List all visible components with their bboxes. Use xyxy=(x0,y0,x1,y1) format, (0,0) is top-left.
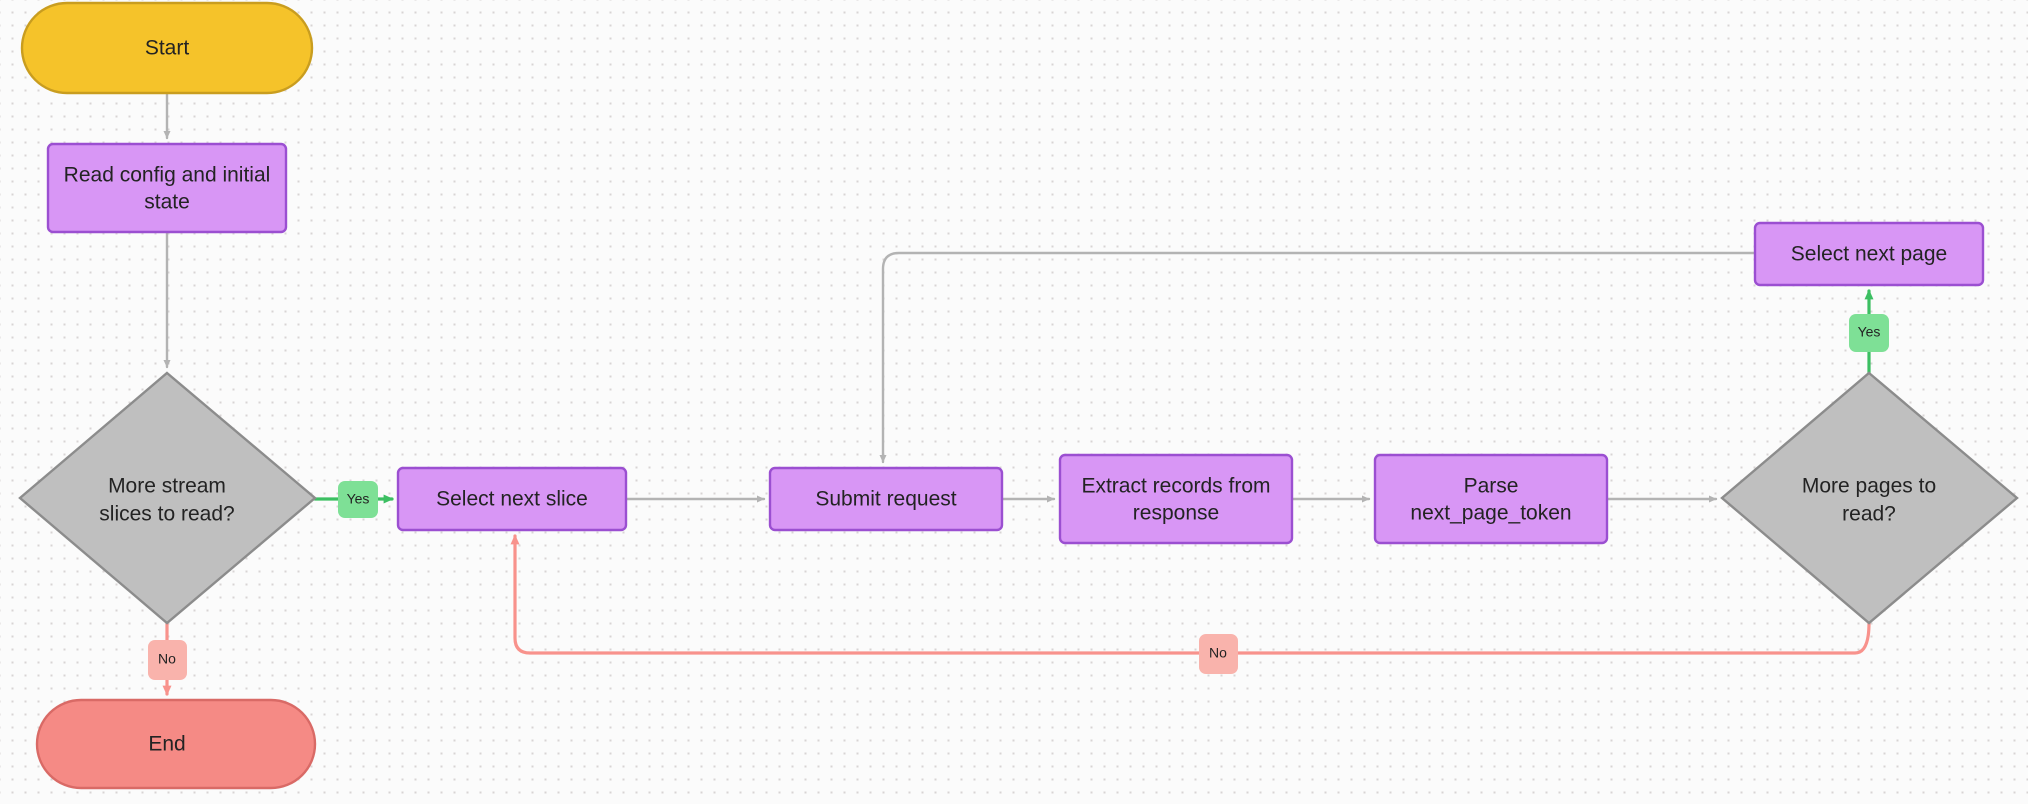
edge-label-yes-slices[interactable]: Yes xyxy=(338,481,378,518)
node-parse-next-page-token[interactable]: Parse next_page_token xyxy=(1373,453,1609,545)
node-start-label: Start xyxy=(145,37,190,60)
node-more-pages[interactable]: More pages to read? xyxy=(1720,371,2019,625)
node-select-next-page[interactable]: Select next page xyxy=(1753,221,1985,287)
node-more-stream-slices-label-line2: slices to read? xyxy=(99,503,234,526)
node-more-stream-slices-label-line1: More stream xyxy=(108,475,226,498)
edge-label-no-pages-text: No xyxy=(1209,645,1227,661)
edge-label-yes-slices-bg[interactable] xyxy=(338,481,378,518)
node-parse-next-page-token-shape[interactable] xyxy=(1373,453,1609,545)
node-read-config-shape[interactable] xyxy=(46,142,288,234)
node-more-pages-label-line1: More pages to xyxy=(1802,475,1936,498)
node-end-shape[interactable] xyxy=(35,698,317,790)
node-end-label: End xyxy=(148,733,185,756)
node-more-pages-shape[interactable] xyxy=(1720,371,2019,625)
nodes-layer: Start Read config and initial state More… xyxy=(18,1,2019,790)
node-parse-next-page-token-label-line1: Parse xyxy=(1464,475,1519,498)
node-start[interactable]: Start xyxy=(20,1,314,95)
edge-label-no-pages-bg[interactable] xyxy=(1199,634,1238,674)
node-extract-records-shape[interactable] xyxy=(1058,453,1294,545)
node-more-pages-label-line2: read? xyxy=(1842,503,1896,526)
node-start-shape[interactable] xyxy=(20,1,314,95)
node-extract-records-label-line1: Extract records from xyxy=(1081,475,1270,498)
node-select-next-page-label: Select next page xyxy=(1791,243,1947,266)
node-extract-records[interactable]: Extract records from response xyxy=(1058,453,1294,545)
node-select-next-page-shape[interactable] xyxy=(1753,221,1985,287)
edge-labels-layer: Yes No Yes No xyxy=(148,314,1889,680)
node-more-stream-slices-shape[interactable] xyxy=(18,371,317,625)
edge-more-pages-no-to-next-slice-loop xyxy=(510,534,1871,655)
node-select-next-slice-shape[interactable] xyxy=(396,466,628,532)
edge-label-no-slices[interactable]: No xyxy=(148,640,187,680)
edge-label-no-pages[interactable]: No xyxy=(1199,634,1238,674)
edge-next-page-to-submit-loop xyxy=(879,251,1757,464)
node-read-config[interactable]: Read config and initial state xyxy=(46,142,288,234)
node-parse-next-page-token-label-line2: next_page_token xyxy=(1410,502,1571,525)
node-end[interactable]: End xyxy=(35,698,317,790)
node-read-config-label-line2: state xyxy=(144,191,190,214)
edge-label-yes-pages-bg[interactable] xyxy=(1849,314,1889,352)
node-select-next-slice-label: Select next slice xyxy=(436,488,588,511)
edge-label-yes-pages[interactable]: Yes xyxy=(1849,314,1889,352)
node-more-stream-slices[interactable]: More stream slices to read? xyxy=(18,371,317,625)
node-read-config-label-line1: Read config and initial xyxy=(64,164,271,187)
node-submit-request-shape[interactable] xyxy=(768,466,1004,532)
node-submit-request-label: Submit request xyxy=(815,488,956,511)
node-select-next-slice[interactable]: Select next slice xyxy=(396,466,628,532)
edge-label-yes-pages-text: Yes xyxy=(1858,324,1881,340)
edges-layer xyxy=(162,91,1874,696)
node-submit-request[interactable]: Submit request xyxy=(768,466,1004,532)
edge-label-no-slices-text: No xyxy=(158,651,176,667)
edge-label-no-slices-bg[interactable] xyxy=(148,640,187,680)
edge-label-yes-slices-text: Yes xyxy=(347,491,370,507)
node-extract-records-label-line2: response xyxy=(1133,502,1219,525)
